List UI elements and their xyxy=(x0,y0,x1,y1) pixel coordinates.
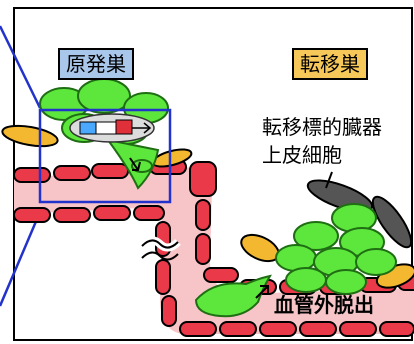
zoom-frame xyxy=(38,108,172,204)
invasion-arrow-icon xyxy=(129,157,141,171)
extravasation-label: 血管外脱出 xyxy=(274,293,374,317)
metastatic-tumor-label: 転移巣 xyxy=(292,48,368,80)
stromal-cell xyxy=(1,124,59,148)
signal-detail xyxy=(69,113,155,143)
vessel-break-icon xyxy=(139,236,181,261)
extravasating-cell xyxy=(194,274,272,318)
extravasation-arrow-icon xyxy=(255,285,269,299)
target-organ-label-line1: 転移標的臓器 xyxy=(262,115,382,139)
stromal-cell xyxy=(240,233,414,289)
vessel-wall-lower xyxy=(13,205,414,337)
label-pointer xyxy=(325,171,333,189)
zoom-line-top xyxy=(0,25,42,109)
primary-tumor-label: 原発巣 xyxy=(58,48,134,80)
target-organ-label-line2: 上皮細胞 xyxy=(262,143,342,167)
zoom-line-bottom xyxy=(0,211,42,307)
metastatic-tumor-cells xyxy=(275,203,397,295)
